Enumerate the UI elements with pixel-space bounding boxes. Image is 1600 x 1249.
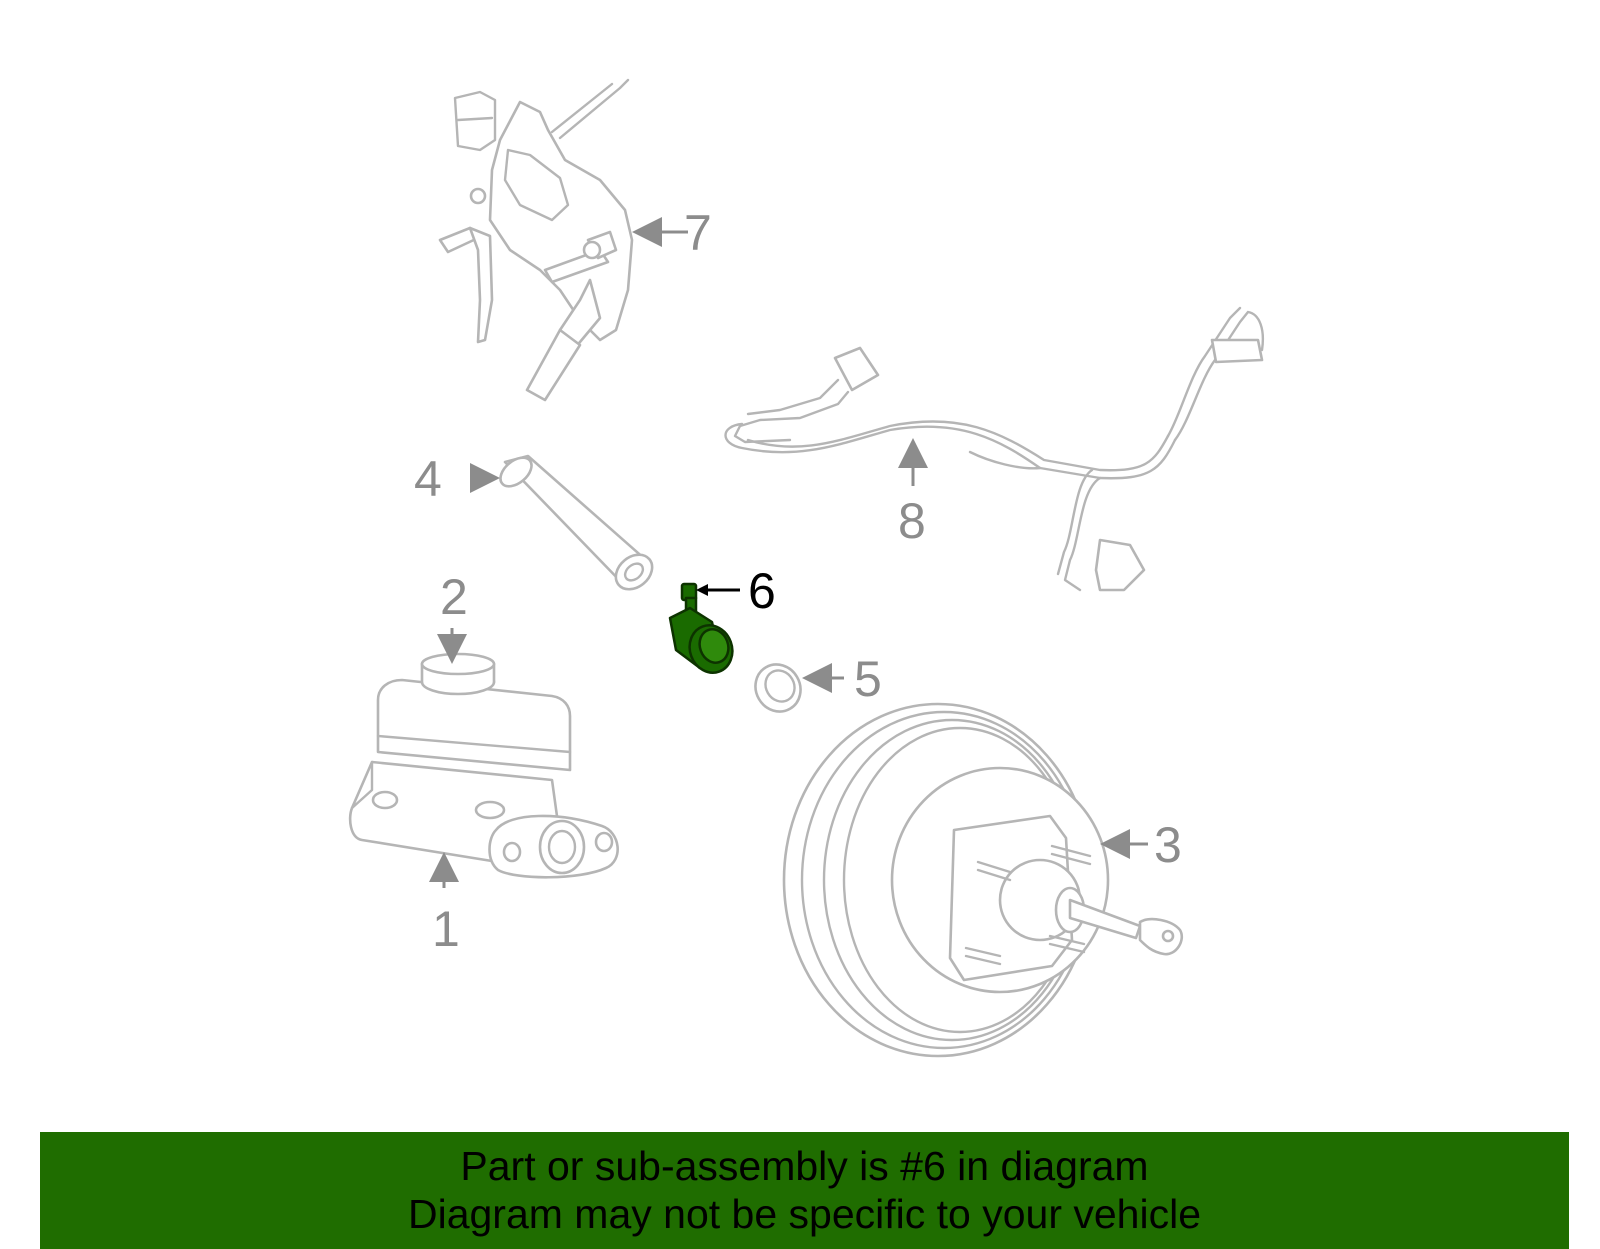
callout-7: 7 <box>684 205 712 261</box>
part-3-brake-booster <box>782 702 1184 1058</box>
part-8-wiring-harness <box>724 306 1264 592</box>
info-banner: Part or sub-assembly is #6 in diagram Di… <box>40 1132 1569 1249</box>
banner-line-2: Diagram may not be specific to your vehi… <box>407 1191 1201 1237</box>
callout-3: 3 <box>1154 817 1182 873</box>
part-6-switch <box>668 582 734 674</box>
callout-4: 4 <box>414 451 442 507</box>
part-5-seal <box>754 663 802 713</box>
part-7-pedal-bracket <box>438 78 634 402</box>
callout-1: 1 <box>432 901 460 957</box>
parts-diagram: 7 8 4 6 5 <box>348 78 1264 1058</box>
booster-studs <box>964 844 1092 966</box>
callout-2: 2 <box>440 569 468 625</box>
part-4-tube <box>499 454 654 591</box>
banner-line-1: Part or sub-assembly is #6 in diagram <box>460 1143 1149 1189</box>
callout-8: 8 <box>898 493 926 549</box>
callout-6: 6 <box>748 563 776 619</box>
callout-5: 5 <box>854 651 882 707</box>
part-1-master-cylinder <box>348 652 619 879</box>
